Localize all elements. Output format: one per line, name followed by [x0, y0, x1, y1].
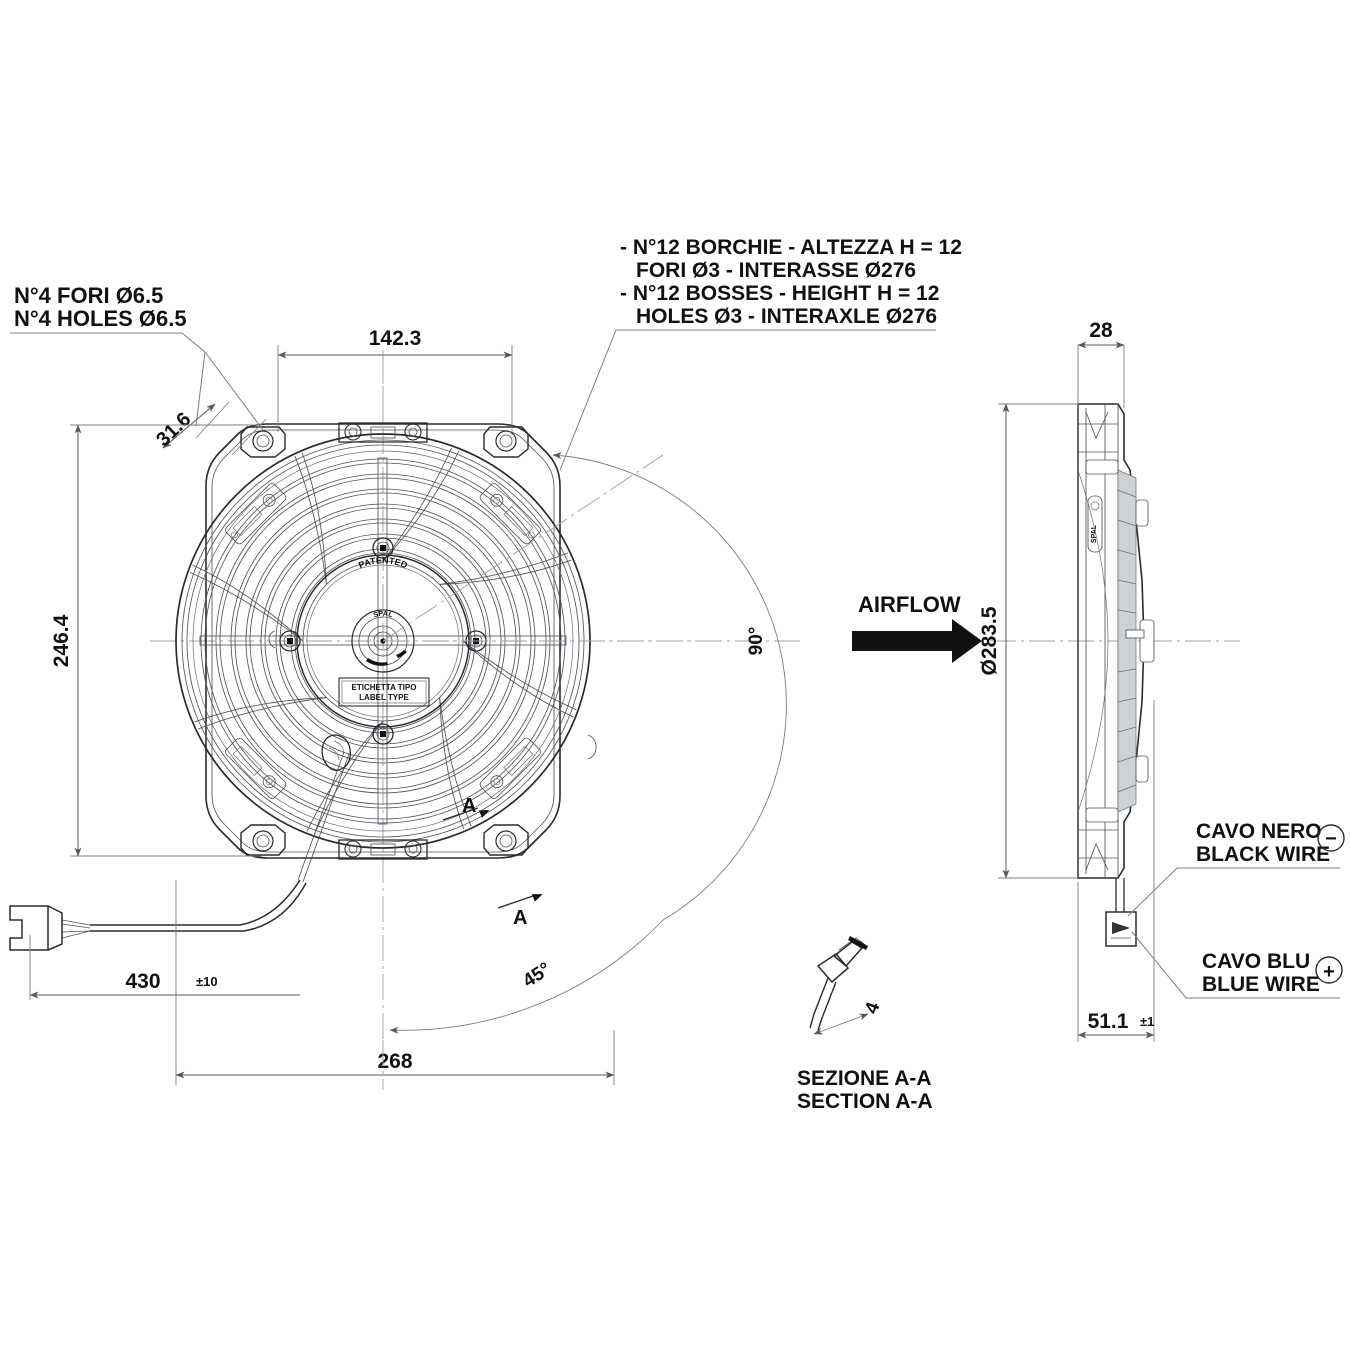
shroud-rail-pads [225, 483, 541, 799]
dimension-28: 28 [1077, 319, 1125, 408]
spal-logo-text: SPAL [373, 611, 394, 620]
section-caption-line2: SECTION A-A [797, 1090, 933, 1113]
label-type-box: ETICHETTA TIPO LABEL TYPE [338, 677, 430, 707]
label-type-line2: LABEL TYPE [359, 693, 409, 702]
dimension-142-3-label: 142.3 [369, 327, 422, 350]
dimension-246-4: 246.4 [50, 424, 262, 857]
cable-connector [9, 905, 91, 951]
side-view-logo-plate: SPAL [1087, 495, 1103, 553]
section-mark-upper: A [462, 795, 476, 817]
dimension-430: 430 ±10 [29, 935, 300, 1000]
patented-text: PATENTED [357, 555, 409, 570]
cable-grommet [321, 734, 351, 772]
dimension-283-5-label: Ø283.5 [978, 606, 1001, 675]
side-logo-text: SPAL [1091, 524, 1098, 543]
side-view-bosses [1125, 499, 1155, 783]
dimension-430-label: 430 [125, 970, 160, 993]
blue-wire-line1: CAVO BLU [1202, 950, 1310, 973]
blue-wire-line2: BLUE WIRE [1202, 973, 1320, 996]
side-view-blade-band [1117, 469, 1137, 813]
dimension-430-tolerance: ±10 [196, 974, 218, 989]
black-wire-line1: CAVO NERO [1196, 820, 1322, 843]
dimension-51-1-label: 51.1 [1088, 1010, 1129, 1033]
side-view-mount-ears [1078, 411, 1119, 871]
label-type-line1: ETICHETTA TIPO [352, 683, 417, 692]
dimension-268-label: 268 [377, 1050, 412, 1073]
dimension-28-label: 28 [1089, 319, 1113, 342]
note-bosses-line3: - N°12 BOSSES - HEIGHT H = 12 [620, 282, 939, 305]
note-bosses: - N°12 BORCHIE - ALTEZZA H = 12 FORI Ø3 … [559, 236, 962, 471]
dimension-51-1-tolerance: ±1 [1140, 1014, 1154, 1029]
airflow-label: AIRFLOW [858, 592, 961, 617]
section-aa-detail: 4 SEZIONE A-A SECTION A-A [797, 936, 933, 1113]
note-bosses-line4: HOLES Ø3 - INTERAXLE Ø276 [636, 305, 937, 328]
angle-90-label: 90° [746, 627, 767, 656]
dimension-142-3: 142.3 [277, 327, 513, 432]
note-bosses-line1: - N°12 BORCHIE - ALTEZZA H = 12 [620, 236, 962, 259]
svg-text:+: + [1323, 961, 1335, 983]
note-holes: N°4 FORI Ø6.5 N°4 HOLES Ø6.5 [10, 283, 264, 431]
fan-guard-spokes [181, 439, 585, 843]
note-holes-line2: N°4 HOLES Ø6.5 [14, 306, 187, 331]
side-view-connector [1105, 911, 1137, 947]
dimension-diameter-283-5: Ø283.5 [978, 403, 1078, 879]
fan-side-view: SPAL [990, 403, 1240, 947]
callout-black-wire: CAVO NERO BLACK WIRE − [1127, 820, 1345, 917]
dimension-246-4-label: 246.4 [50, 614, 73, 667]
black-wire-line2: BLACK WIRE [1196, 843, 1330, 866]
section-caption-line1: SEZIONE A-A [797, 1067, 932, 1090]
section-cut-line [297, 751, 350, 883]
dimension-268: 268 [175, 880, 615, 1090]
note-bosses-line2: FORI Ø3 - INTERASSE Ø276 [636, 259, 916, 282]
dimension-51-1: 51.1 ±1 [1077, 700, 1155, 1042]
section-mark-lower: A [513, 907, 527, 929]
shroud-frame [205, 423, 561, 859]
airflow-arrow-icon [852, 619, 982, 663]
svg-text:−: − [1325, 828, 1337, 850]
power-cable [9, 879, 307, 951]
mounting-tabs [240, 426, 529, 856]
section-marks: A A [442, 795, 543, 929]
center-clips [338, 422, 428, 860]
minus-polarity-icon: − [1317, 824, 1345, 852]
airflow-indicator: AIRFLOW [852, 592, 982, 663]
note-holes-line1: N°4 FORI Ø6.5 [14, 283, 163, 308]
plus-polarity-icon: + [1315, 956, 1343, 984]
callout-blue-wire: CAVO BLU BLUE WIRE + [1131, 931, 1343, 999]
